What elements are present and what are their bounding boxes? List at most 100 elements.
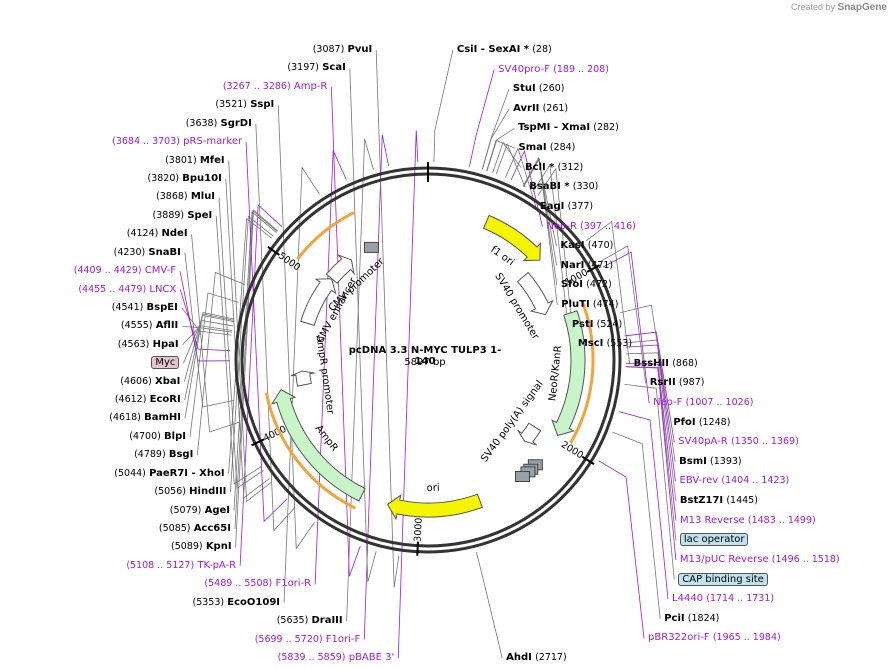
enzyme-label-bsshii[interactable]: BssHII (868) — [634, 358, 698, 370]
enzyme-label-spei[interactable]: (3889) SpeI — [153, 210, 213, 222]
enzyme-label-scai[interactable]: (3197) ScaI — [287, 62, 345, 74]
enzyme-label-kpni[interactable]: (5089) KpnI — [171, 541, 232, 553]
enzyme-label-sfoi[interactable]: SfoI (472) — [561, 279, 612, 291]
enzyme-label-bpu10i[interactable]: (3820) Bpu10I — [148, 173, 222, 185]
enzyme-label-snabi[interactable]: (4230) SnaBI — [114, 247, 181, 259]
primer-label-f1ori-f[interactable]: (5699 .. 5720) F1ori-F — [255, 634, 361, 646]
enzyme-label-bstz17i[interactable]: BstZ17I (1445) — [680, 495, 758, 507]
feature-sv40-promoter[interactable] — [516, 271, 554, 316]
enzyme-label-mlui[interactable]: (3868) MluI — [156, 191, 215, 203]
leader-line — [235, 209, 279, 548]
feature-tag-myc[interactable]: Myc — [151, 356, 180, 370]
enzyme-label-msci[interactable]: MscI (553) — [578, 338, 632, 350]
label-name: MfeI — [199, 154, 225, 166]
label-position: (3820) — [147, 172, 180, 184]
feature-ampr[interactable] — [270, 388, 366, 502]
label-name: CsiI - SexAI * — [456, 44, 530, 55]
primer-label-l4440[interactable]: L4440 (1714 .. 1731) — [672, 593, 774, 605]
primer-label-amp-r[interactable]: (3267 .. 3286) Amp-R — [223, 81, 328, 93]
enzyme-label-bspei[interactable]: (4541) BspEI — [112, 302, 178, 314]
primer-label-m13-reverse[interactable]: M13 Reverse (1483 .. 1499) — [680, 515, 816, 527]
enzyme-label-smai[interactable]: SmaI (284) — [519, 142, 576, 154]
primer-label-m13-puc-reverse[interactable]: M13/pUC Reverse (1496 .. 1518) — [680, 554, 840, 566]
enzyme-label-blpi[interactable]: (4700) BlpI — [129, 431, 186, 443]
primer-label-f1ori-r[interactable]: (5489 .. 5508) F1ori-R — [204, 578, 311, 590]
leader-line — [486, 128, 515, 171]
feature-cmv-promoter[interactable] — [325, 253, 355, 284]
label-position: (3801) — [165, 154, 197, 166]
enzyme-label-pfoi[interactable]: PfoI (1248) — [673, 417, 730, 429]
leader-line — [183, 319, 234, 364]
label-name: pBABE 3' — [348, 652, 395, 663]
enzyme-label-pluti[interactable]: PluTI (474) — [561, 299, 618, 311]
label-position: (4606) — [120, 375, 152, 387]
leader-line — [602, 251, 650, 404]
label-position: (1350 .. 1369) — [730, 436, 799, 448]
enzyme-label-bsgi[interactable]: (4789) BsgI — [134, 449, 193, 461]
enzyme-label-tspmi[interactable]: TspMI - XmaI (282) — [518, 122, 619, 134]
enzyme-label-bsabi[interactable]: BsaBI * (330) — [529, 181, 598, 193]
primer-label-pbabe-3[interactable]: (5839 .. 5859) pBABE 3' — [278, 652, 395, 664]
enzyme-label-agei[interactable]: (5079) AgeI — [170, 505, 230, 517]
primer-label-sv40pa-r[interactable]: SV40pA-R (1350 .. 1369) — [678, 436, 799, 448]
enzyme-label-ndei[interactable]: (4124) NdeI — [127, 228, 188, 240]
enzyme-label-draiii[interactable]: (5635) DraIII — [277, 615, 343, 627]
feature-tag-lac-operator[interactable]: lac operator — [679, 533, 749, 547]
label-name: AflII — [155, 320, 179, 332]
enzyme-label-kasi[interactable]: KasI (470) — [560, 240, 613, 252]
feature-tag-cap-binding-site[interactable]: CAP binding site — [678, 572, 768, 586]
enzyme-label-bcli[interactable]: BclI * (312) — [525, 162, 583, 174]
primer-label-sv40pro-f[interactable]: SV40pro-F (189 .. 208) — [498, 64, 609, 76]
primer-label-pbr322ori-f[interactable]: pBR322ori-F (1965 .. 1984) — [648, 632, 781, 644]
enzyme-label-ecoo109i[interactable]: (5353) EcoO109I — [193, 597, 281, 609]
enzyme-label-aflii[interactable]: (4555) AflII — [121, 320, 178, 332]
leader-line — [283, 166, 320, 603]
enzyme-label-sspi[interactable]: (3521) SspI — [215, 99, 274, 111]
feature-cap-binding-site[interactable] — [514, 471, 530, 483]
enzyme-label-paer7i[interactable]: (5044) PaeR7I - XhoI — [114, 468, 224, 480]
primer-label-cmv-f[interactable]: (4409 .. 4429) CMV-F — [74, 265, 176, 277]
enzyme-label-rsrii[interactable]: RsrII (987) — [650, 377, 705, 389]
brand-product: SnapGene — [837, 2, 887, 13]
primer-label-prs-marker[interactable]: (3684 .. 3703) pRS-marker — [112, 136, 242, 148]
enzyme-label-avrii[interactable]: AvrII (261) — [513, 103, 568, 115]
enzyme-label-nari[interactable]: NarI (471) — [561, 260, 614, 272]
enzyme-label-pvui[interactable]: (3087) PvuI — [313, 44, 372, 56]
feature-ampr-promoter[interactable] — [290, 370, 315, 387]
primer-label-lncx[interactable]: (4455 .. 4479) LNCX — [78, 284, 176, 296]
enzyme-label-bamhi[interactable]: (4618) BamHI — [109, 412, 181, 424]
primer-label-tk-pa-r[interactable]: (5108 .. 5127) TK-pA-R — [126, 560, 236, 572]
enzyme-label-hpai[interactable]: (4563) HpaI — [118, 339, 179, 351]
enzyme-label-xbai[interactable]: (4606) XbaI — [120, 376, 180, 388]
enzyme-label-eagi[interactable]: EagI (377) — [540, 201, 593, 213]
primer-label-neo-r[interactable]: Neo-R (397 .. 416) — [546, 221, 635, 233]
enzyme-label-ahdi[interactable]: AhdI (2717) — [506, 652, 567, 664]
label-name: PaeR7I - XhoI — [149, 467, 225, 479]
label-name: AhdI — [506, 652, 532, 663]
label-name: AgeI — [204, 504, 230, 516]
enzyme-label-sgrdi[interactable]: (3638) SgrDI — [186, 118, 252, 130]
enzyme-label-acc65i[interactable]: (5085) Acc65I — [159, 523, 231, 535]
feature-ori[interactable] — [386, 493, 483, 521]
leader-line — [375, 49, 400, 588]
enzyme-label-mfei[interactable]: (3801) MfeI — [165, 155, 225, 167]
primer-label-ebv-rev[interactable]: EBV-rev (1404 .. 1423) — [680, 475, 790, 487]
enzyme-label-pcii[interactable]: PciI (1824) — [664, 613, 719, 625]
leader-line — [625, 363, 677, 521]
primer-label-neo-f[interactable]: Neo-F (1007 .. 1026) — [653, 397, 753, 409]
enzyme-label-hindiii[interactable]: (5056) HindIII — [154, 486, 226, 498]
label-position: (868) — [672, 357, 698, 369]
feature-sv40-poly-a-signal[interactable] — [517, 422, 542, 446]
feature-neor-kanr[interactable] — [551, 310, 586, 437]
label-name: BamHI — [144, 412, 181, 424]
feature-hsv-tk-poly-a-signal[interactable] — [363, 241, 379, 253]
label-name: SgrDI — [220, 117, 252, 129]
enzyme-label-stui[interactable]: StuI (260) — [513, 83, 565, 95]
feature-cmv-enhancer[interactable] — [300, 278, 337, 326]
enzyme-label-ecori[interactable]: (4612) EcoRI — [115, 394, 181, 406]
enzyme-label-csii[interactable]: CsiI - SexAI * (28) — [457, 44, 552, 56]
enzyme-label-bsmi[interactable]: BsmI (1393) — [679, 456, 742, 468]
enzyme-label-psti[interactable]: PstI (524) — [572, 319, 622, 331]
label-name: lac operator — [679, 533, 749, 547]
feature-f1-ori[interactable] — [482, 214, 541, 262]
